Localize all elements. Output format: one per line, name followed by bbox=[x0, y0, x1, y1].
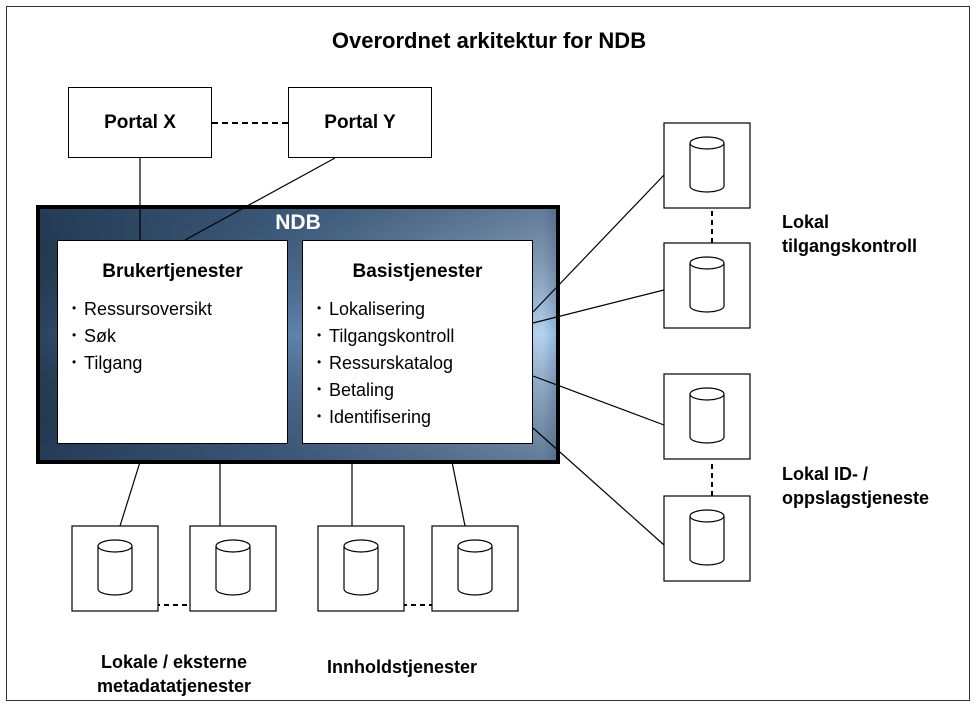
metadata-db-2-icon bbox=[189, 525, 277, 612]
diagram-frame bbox=[6, 6, 970, 701]
basistjenester-panel: Basistjenester Lokalisering Tilgangskont… bbox=[302, 240, 533, 444]
tilgang-db-2-icon bbox=[663, 242, 751, 329]
link-portaly-brukertjenester bbox=[184, 157, 336, 241]
brukertjenester-list: Ressursoversikt Søk Tilgang bbox=[58, 295, 287, 376]
portal-y-box: Portal Y bbox=[288, 87, 432, 158]
portal-x-box: Portal X bbox=[68, 87, 212, 158]
list-item: Tilgang bbox=[72, 349, 287, 376]
tilgangskontroll-label: Lokal tilgangskontroll bbox=[782, 212, 917, 256]
id-db-1-icon bbox=[663, 373, 751, 460]
list-item: Ressurskatalog bbox=[317, 349, 532, 376]
innhold-db-1-icon bbox=[317, 525, 405, 612]
metadata-label: Lokale / eksterne metadatatjenester bbox=[96, 652, 252, 696]
list-item: Lokalisering bbox=[317, 295, 532, 322]
list-item: Ressursoversikt bbox=[72, 295, 287, 322]
metadata-db-1-icon bbox=[71, 525, 159, 612]
basistjenester-heading: Basistjenester bbox=[352, 261, 483, 282]
list-item: Søk bbox=[72, 322, 287, 349]
link-basis-id-db2 bbox=[532, 427, 665, 546]
basistjenester-list: Lokalisering Tilgangskontroll Ressurskat… bbox=[303, 295, 532, 430]
diagram-title: Overordnet arkitektur for NDB bbox=[331, 28, 647, 53]
tilgang-db-1-icon bbox=[663, 122, 751, 209]
innholdstjenester-label: Innholdstjenester bbox=[327, 657, 478, 677]
ndb-title: NDB bbox=[275, 211, 321, 234]
id-oppslag-label: Lokal ID- / oppslagstjeneste bbox=[782, 464, 930, 508]
brukertjenester-panel: Brukertjenester Ressursoversikt Søk Tilg… bbox=[57, 240, 288, 444]
list-item: Tilgangskontroll bbox=[317, 322, 532, 349]
link-basis-tilgang-db1 bbox=[532, 174, 665, 313]
link-basis-id-db1 bbox=[532, 375, 665, 426]
link-ndb-metadata-db1 bbox=[119, 461, 141, 527]
list-item: Betaling bbox=[317, 376, 532, 403]
link-ndb-innhold-db2 bbox=[451, 461, 466, 527]
id-db-2-icon bbox=[663, 495, 751, 582]
brukertjenester-heading: Brukertjenester bbox=[102, 261, 243, 282]
innhold-db-2-icon bbox=[431, 525, 519, 612]
link-basis-tilgang-db2 bbox=[532, 289, 665, 324]
list-item: Identifisering bbox=[317, 403, 532, 430]
